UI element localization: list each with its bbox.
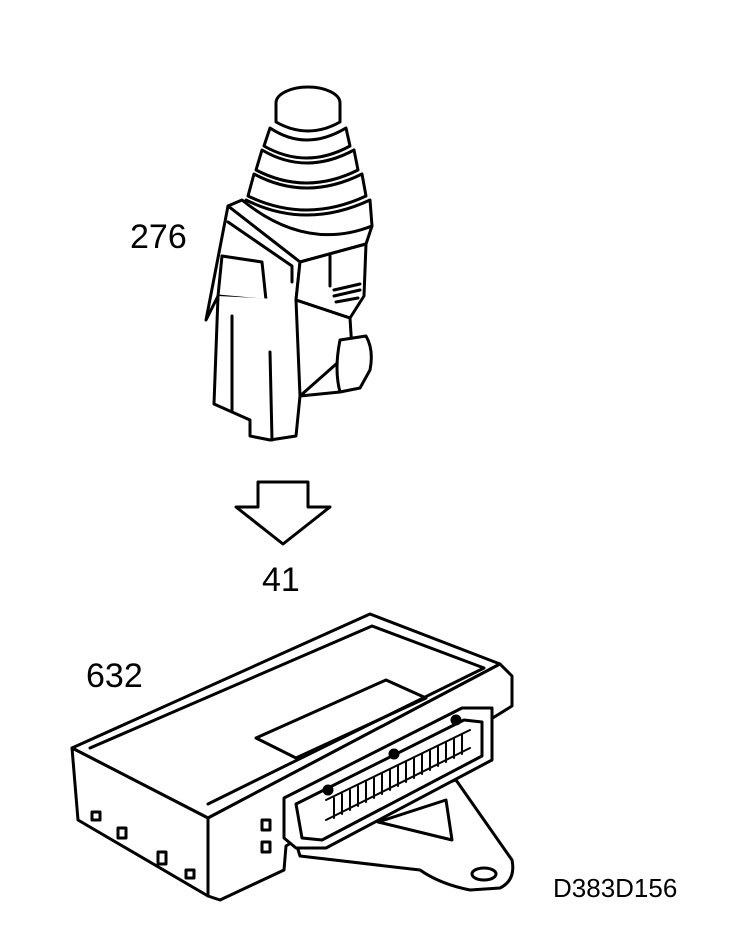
step-reference-number: 41 — [262, 561, 300, 599]
down-arrow-icon — [234, 480, 332, 546]
connector-icon — [204, 85, 374, 442]
control-module-icon — [70, 612, 515, 902]
connector-part-number: 276 — [130, 218, 187, 256]
drawing-id: D383D156 — [553, 873, 678, 903]
control-module-part-number: 632 — [86, 657, 143, 695]
